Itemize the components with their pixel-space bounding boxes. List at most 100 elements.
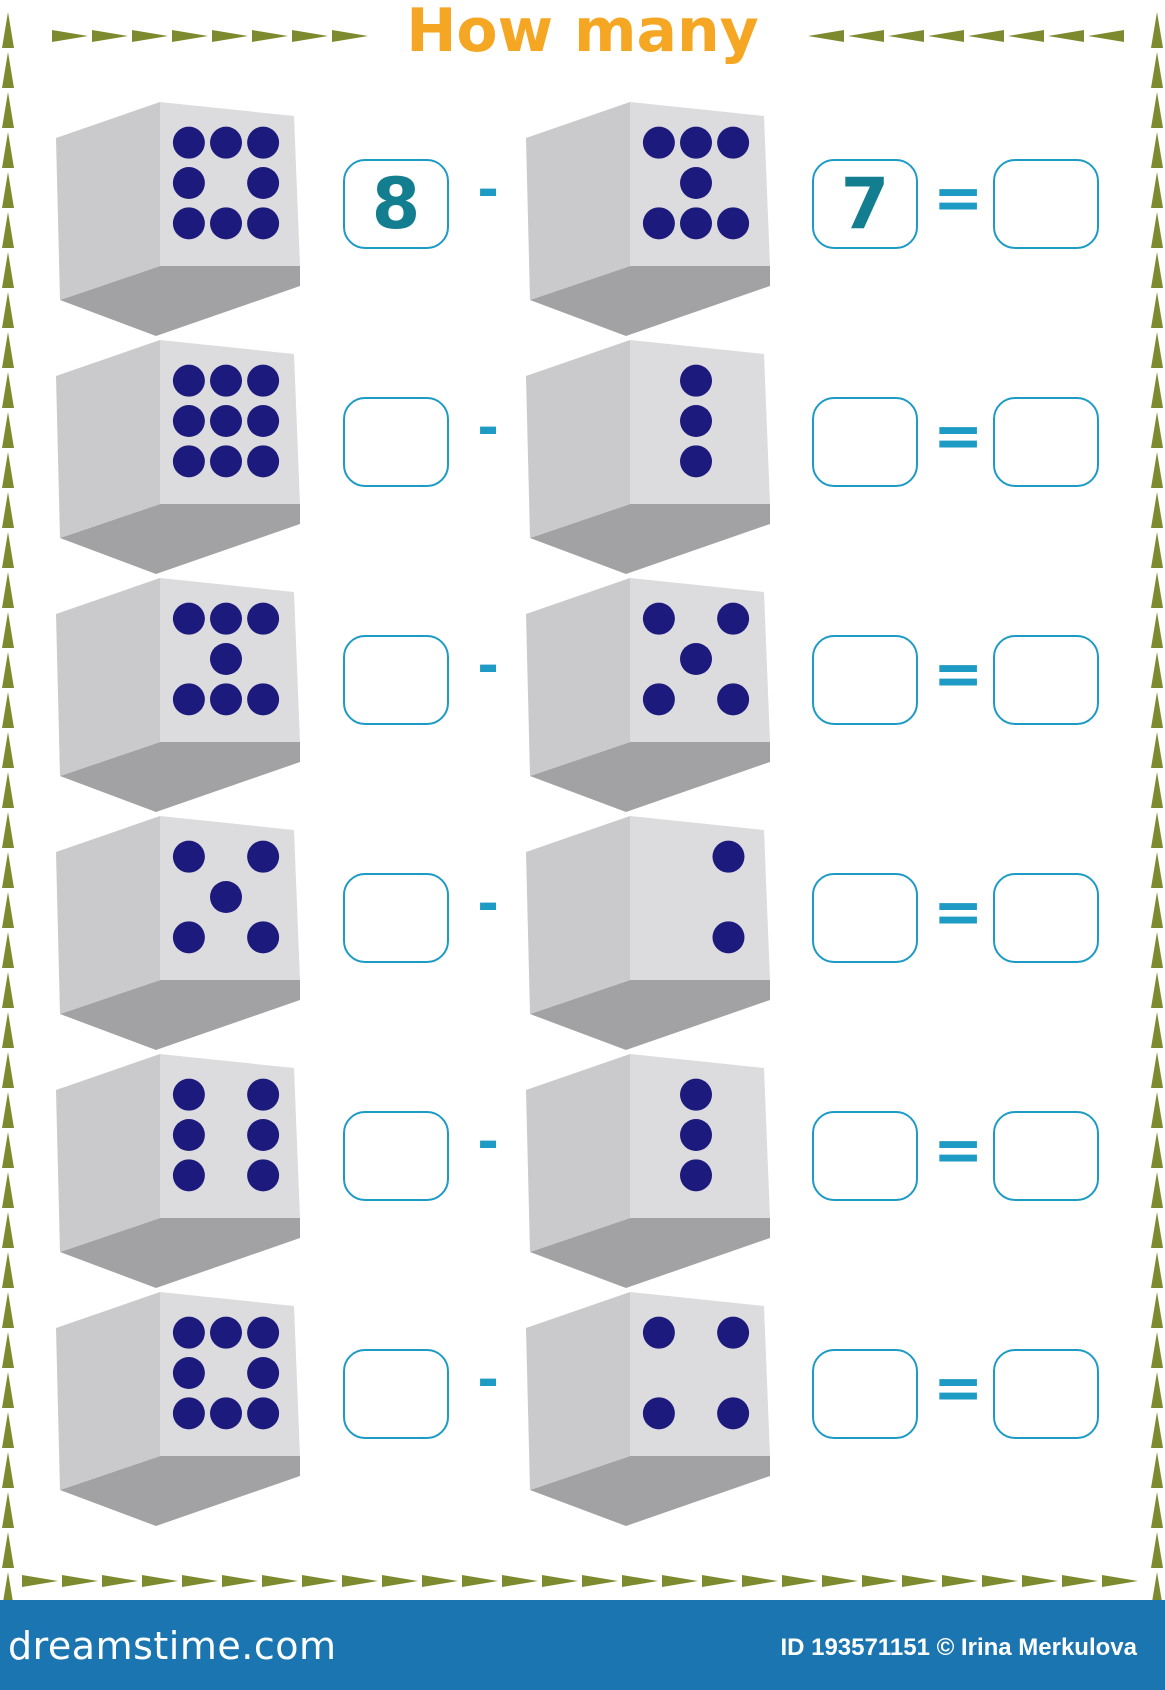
equals-sign: = <box>933 1115 984 1185</box>
die-side-face <box>56 102 160 300</box>
answer-box-right[interactable] <box>812 397 918 487</box>
border-triangle-right <box>1151 1532 1163 1568</box>
border-triangle-top-right <box>808 30 844 42</box>
answer-box-result[interactable] <box>993 1349 1099 1439</box>
die-pip <box>210 643 242 675</box>
die-pip <box>247 445 280 478</box>
border-triangle-left <box>2 132 14 168</box>
border-triangle-right <box>1151 52 1163 88</box>
border-triangle-right <box>1151 1092 1163 1128</box>
answer-box-result[interactable] <box>993 397 1099 487</box>
die-pip <box>642 1316 675 1349</box>
border-triangle-right <box>1151 12 1163 48</box>
die-pip <box>680 1159 712 1192</box>
border-triangle-left <box>2 1172 14 1208</box>
border-triangle-bottom <box>262 1575 298 1587</box>
answer-box-result[interactable] <box>993 159 1099 249</box>
die-pip <box>172 840 205 873</box>
answer-box-right[interactable]: 7 <box>812 159 918 249</box>
answer-box-right[interactable] <box>812 1349 918 1439</box>
die-pip <box>210 445 242 478</box>
answer-box-left[interactable] <box>343 1111 449 1201</box>
border-triangle-left <box>2 372 14 408</box>
border-triangle-bottom <box>302 1575 338 1587</box>
border-triangle-right <box>1151 812 1163 848</box>
die-pip <box>172 1316 205 1349</box>
die-pip <box>247 683 280 716</box>
die-bottom-face <box>530 266 770 336</box>
answer-box-right[interactable] <box>812 1111 918 1201</box>
die-pip <box>210 1397 242 1430</box>
right-die <box>526 1292 770 1526</box>
answer-box-left[interactable] <box>343 1349 449 1439</box>
border-triangle-right <box>1151 132 1163 168</box>
die-pip <box>210 602 242 635</box>
border-triangle-right <box>1151 772 1163 808</box>
border-triangle-top-left <box>212 30 248 42</box>
border-triangle-right <box>1151 212 1163 248</box>
answer-box-left[interactable] <box>343 635 449 725</box>
answer-box-result[interactable] <box>993 873 1099 963</box>
border-triangle-left <box>2 1452 14 1488</box>
die-pip <box>712 921 745 954</box>
border-triangle-left <box>2 692 14 728</box>
equation-row: -= <box>0 814 1165 1051</box>
answer-box-right[interactable] <box>812 873 918 963</box>
border-triangle-right <box>1151 972 1163 1008</box>
die-pip <box>680 126 712 159</box>
border-triangle-left <box>2 932 14 968</box>
border-triangle-right <box>1151 732 1163 768</box>
border-triangle-left <box>2 772 14 808</box>
border-triangle-right <box>1151 252 1163 288</box>
border-triangle-bottom <box>662 1575 698 1587</box>
minus-sign: - <box>477 874 499 934</box>
border-triangle-bottom <box>462 1575 498 1587</box>
border-triangle-right <box>1151 612 1163 648</box>
border-triangle-left <box>2 812 14 848</box>
footer-brand[interactable]: dreamstime.com <box>8 1624 337 1668</box>
die-pip <box>642 126 675 159</box>
die-pip <box>210 126 242 159</box>
left-die <box>56 816 300 1050</box>
die-bottom-face <box>530 504 770 574</box>
die-pip <box>247 167 280 199</box>
right-die <box>526 1054 770 1288</box>
die-pip <box>717 1316 750 1349</box>
border-triangle-bottom <box>382 1575 418 1587</box>
border-triangle-top-right <box>928 30 964 42</box>
border-triangle-left <box>2 332 14 368</box>
answer-box-left[interactable] <box>343 873 449 963</box>
border-triangle-top-left <box>332 30 368 42</box>
die-pip <box>680 405 712 437</box>
die-pip <box>172 1078 205 1111</box>
right-die <box>526 816 770 1050</box>
answer-box-result[interactable] <box>993 635 1099 725</box>
border-triangle-top-left <box>92 30 128 42</box>
border-triangle-right <box>1152 1572 1162 1600</box>
equals-sign: = <box>933 163 984 233</box>
die-pip <box>680 643 712 675</box>
answer-box-left[interactable]: 8 <box>343 159 449 249</box>
answer-box-right[interactable] <box>812 635 918 725</box>
border-triangle-right <box>1151 1492 1163 1528</box>
answer-box-left[interactable] <box>343 397 449 487</box>
border-triangle-bottom <box>542 1575 578 1587</box>
border-triangle-top-left <box>292 30 328 42</box>
border-triangle-left <box>2 1252 14 1288</box>
die-pip <box>712 840 745 873</box>
border-triangle-top-right <box>888 30 924 42</box>
answer-box-result[interactable] <box>993 1111 1099 1201</box>
border-triangle-left <box>2 1332 14 1368</box>
border-triangle-bottom <box>1022 1575 1058 1587</box>
die-side-face <box>56 1054 160 1252</box>
die-pip <box>172 1159 205 1192</box>
border-triangle-right <box>1151 292 1163 328</box>
border-triangle-right <box>1151 452 1163 488</box>
border-triangle-bottom <box>942 1575 978 1587</box>
border-triangle-bottom <box>822 1575 858 1587</box>
equation-row: -= <box>0 1290 1165 1527</box>
border-triangle-left <box>2 852 14 888</box>
right-die <box>526 578 770 812</box>
die-pip <box>210 1316 242 1349</box>
